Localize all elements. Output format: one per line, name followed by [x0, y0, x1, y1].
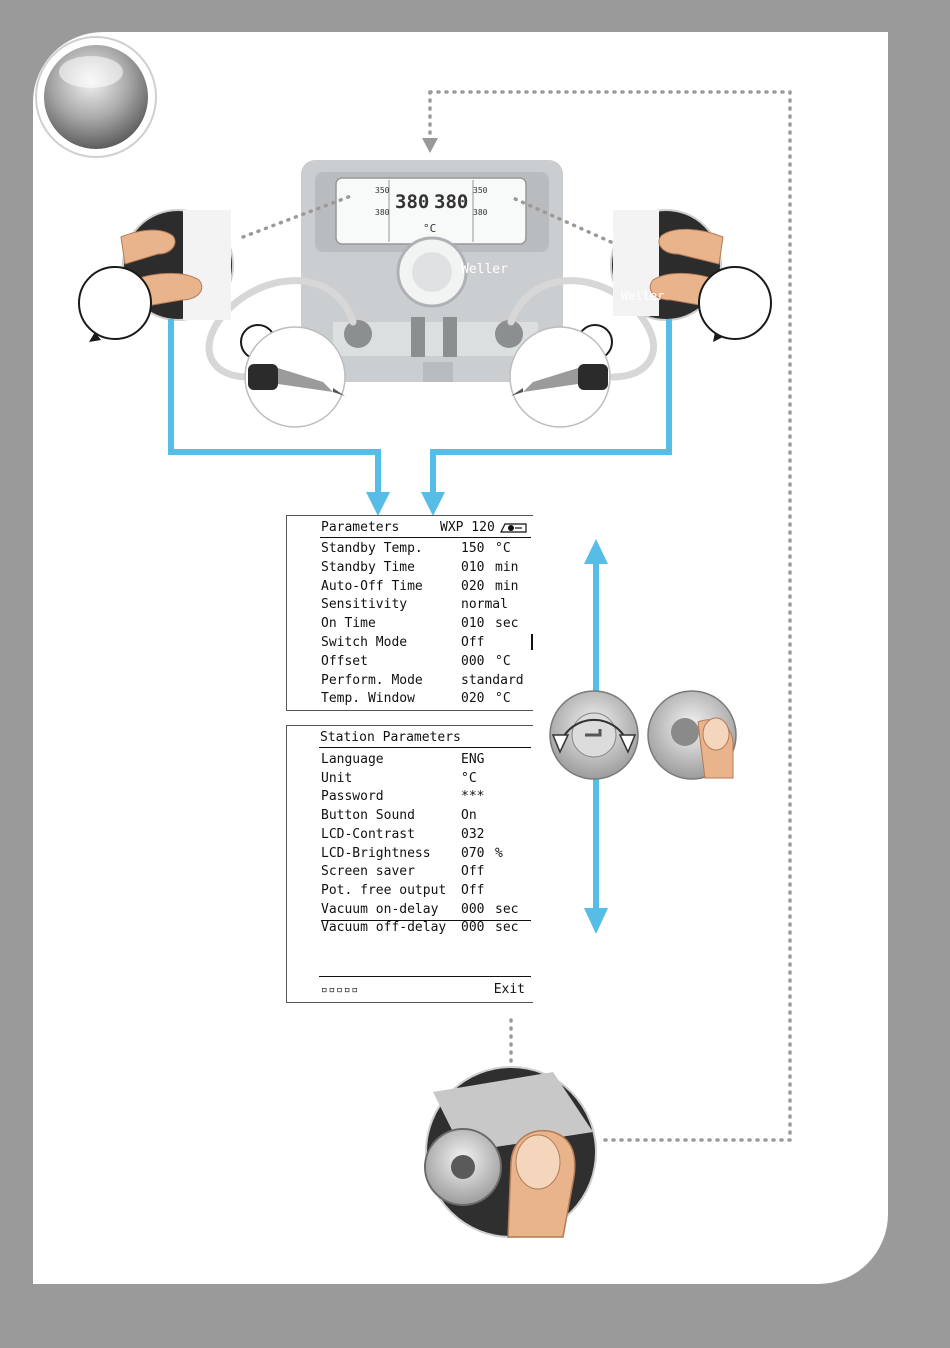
step-ball-icon	[36, 37, 156, 157]
parameter-value: standard	[461, 673, 524, 688]
parameter-value: 000	[461, 902, 484, 917]
parameter-value: 020	[461, 579, 484, 594]
parameter-value: 150	[461, 541, 484, 556]
parameter-label: Perform. Mode	[321, 673, 423, 688]
parameter-label: LCD-Brightness	[321, 846, 431, 861]
parameter-label: LCD-Contrast	[321, 827, 415, 842]
parameter-label: Screen saver	[321, 864, 415, 879]
right-iron-zoom	[510, 327, 610, 427]
parameter-value: ENG	[461, 752, 484, 767]
station-brand-label: Weller	[461, 262, 508, 277]
parameter-value: 000	[461, 654, 484, 669]
parameter-value: On	[461, 808, 477, 823]
parameter-value: 020	[461, 691, 484, 706]
parameter-label: Pot. free output	[321, 883, 446, 898]
zoom-brand-label: Weller	[621, 289, 664, 303]
parameter-unit: min	[495, 579, 518, 594]
parameter-label: Password	[321, 789, 384, 804]
exit-button[interactable]: Exit	[494, 982, 525, 997]
parameters-scrollbar[interactable]	[531, 634, 533, 650]
parameter-row[interactable]: Vacuum off-delay 000 sec	[321, 920, 531, 938]
bottom-press-zoom	[425, 1067, 596, 1237]
parameter-label: Unit	[321, 771, 352, 786]
parameter-label: Switch Mode	[321, 635, 407, 650]
parameter-row[interactable]: LCD-Brightness 070%	[321, 846, 531, 864]
rotary-knob-icon	[550, 691, 638, 779]
station-parameters-title-row: Station Parameters	[319, 729, 531, 748]
display-right-temp: 380	[434, 191, 468, 213]
parameter-label: Language	[321, 752, 384, 767]
parameter-label: Offset	[321, 654, 368, 669]
parameter-unit: sec	[495, 616, 518, 631]
parameter-unit: °C	[495, 541, 511, 556]
parameter-value: Off	[461, 864, 484, 879]
parameter-label: Vacuum off-delay	[321, 920, 446, 935]
iron-mode-icon	[500, 523, 528, 534]
parameter-label: Sensitivity	[321, 597, 407, 612]
parameter-value: 000	[461, 920, 484, 935]
parameter-unit: min	[495, 560, 518, 575]
parameter-row[interactable]: LCD-Contrast 032	[321, 827, 531, 845]
parameter-row[interactable]: Auto-Off Time 020 min	[321, 579, 531, 597]
parameter-unit: °C	[495, 691, 511, 706]
parameter-row[interactable]: Button Sound On	[321, 808, 531, 826]
parameter-value: 010	[461, 560, 484, 575]
left-iron-zoom	[245, 327, 345, 427]
parameter-row[interactable]: Screen saver Off	[321, 864, 531, 882]
display-small-right-mid: 380	[473, 208, 487, 217]
parameter-label: Vacuum on-delay	[321, 902, 438, 917]
parameter-row[interactable]: Vacuum on-delay 000 sec	[321, 902, 531, 921]
press-knob-icon	[648, 691, 736, 779]
parameter-row[interactable]: Standby Time 010 min	[321, 560, 531, 578]
display-unit: °C	[423, 222, 436, 235]
parameter-label: Button Sound	[321, 808, 415, 823]
parameter-unit: °C	[495, 654, 511, 669]
parameter-row[interactable]: On Time 010 sec	[321, 616, 531, 634]
parameter-row[interactable]: Sensitivity normal	[321, 597, 531, 615]
parameter-unit: sec	[495, 902, 518, 917]
parameter-row[interactable]: Language ENG	[321, 752, 531, 770]
parameter-row[interactable]: Offset 000 °C	[321, 654, 531, 672]
parameter-row[interactable]: Switch Mode Off	[321, 635, 531, 653]
display-left-temp: 380	[395, 191, 429, 213]
parameter-value: 070	[461, 846, 484, 861]
parameter-label: On Time	[321, 616, 376, 631]
parameter-value: Off	[461, 635, 484, 650]
parameter-value: ***	[461, 789, 484, 804]
parameter-value: 032	[461, 827, 484, 842]
parameter-unit: %	[495, 846, 503, 861]
parameter-row[interactable]: Unit °C	[321, 771, 531, 789]
page-indicator-dots: ▫▫▫▫▫	[321, 983, 359, 996]
station-parameters-screen: Station Parameters Language ENG Unit °C Pass…	[286, 725, 533, 1003]
parameters-title: Parameters	[321, 520, 399, 535]
parameter-value: Off	[461, 883, 484, 898]
parameter-label: Auto-Off Time	[321, 579, 423, 594]
parameter-row[interactable]: Pot. free output Off	[321, 883, 531, 901]
manual-page: 350 380 380 380 350 380 °C Weller Weller…	[33, 32, 888, 1284]
parameter-label: Standby Temp.	[321, 541, 423, 556]
parameter-row[interactable]: Perform. Mode standard	[321, 673, 531, 691]
parameter-row[interactable]: Password ***	[321, 789, 531, 807]
parameter-row[interactable]: Temp. Window 020 °C	[321, 691, 531, 709]
parameter-value: °C	[461, 771, 477, 786]
parameter-row[interactable]: Standby Temp. 150 °C	[321, 541, 531, 559]
display-small-left-mid: 380	[375, 208, 389, 217]
parameters-title-row: Parameters WXP 120	[320, 519, 531, 538]
display-small-left-top: 350	[375, 186, 389, 195]
parameter-value: normal	[461, 597, 508, 612]
parameter-unit: sec	[495, 920, 518, 935]
station-parameters-title: Station Parameters	[320, 730, 461, 745]
parameters-model: WXP 120	[440, 520, 495, 535]
parameter-label: Temp. Window	[321, 691, 415, 706]
display-small-right-top: 350	[473, 186, 487, 195]
parameter-label: Standby Time	[321, 560, 415, 575]
parameter-value: 010	[461, 616, 484, 631]
